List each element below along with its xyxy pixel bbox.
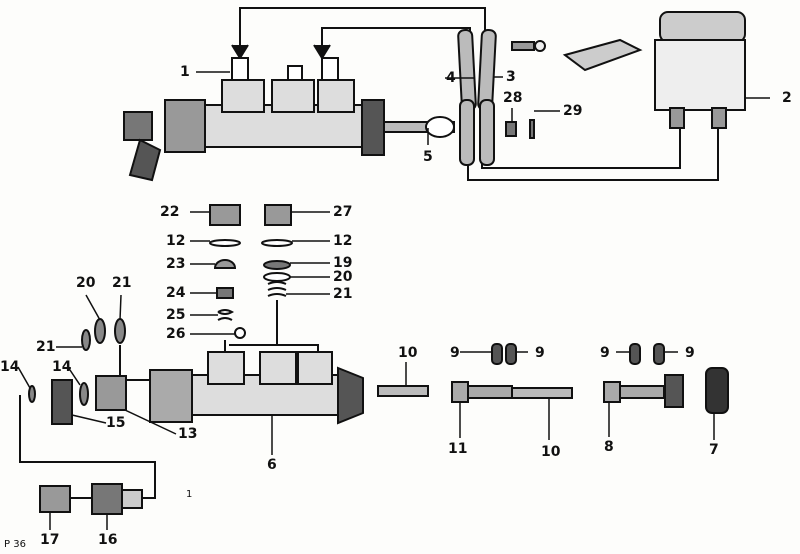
callout-29: 29 [563, 103, 583, 119]
callout-21-far-left: 21 [36, 339, 56, 355]
callout-27: 27 [333, 204, 353, 220]
figure-code: P 36 [4, 539, 26, 550]
line-to-switch [19, 395, 156, 499]
stray-mark: 1 [186, 489, 193, 500]
left-fittings [28, 318, 143, 515]
callout-20-left: 20 [76, 275, 96, 291]
callout-15: 15 [106, 415, 126, 431]
callout-23: 23 [166, 256, 186, 272]
master-cylinder-exploded [149, 204, 364, 425]
callout-2: 2 [782, 90, 792, 106]
callout-9-c: 9 [600, 345, 610, 361]
callout-25: 25 [166, 307, 186, 323]
hoses [457, 28, 497, 166]
callout-12-left: 12 [166, 233, 186, 249]
callout-12-right: 12 [333, 233, 353, 249]
callout-28: 28 [503, 90, 523, 106]
callout-5: 5 [423, 149, 433, 165]
callout-13: 13 [178, 426, 198, 442]
callout-21-left: 21 [112, 275, 132, 291]
callout-21-right: 21 [333, 286, 353, 302]
reservoir [511, 11, 746, 129]
callout-9-d: 9 [685, 345, 695, 361]
callout-4: 4 [446, 70, 456, 86]
callout-10-right: 10 [541, 444, 561, 460]
callout-24: 24 [166, 285, 186, 301]
callout-9-a: 9 [450, 345, 460, 361]
pushrod-assembly [377, 343, 729, 414]
callout-6: 6 [267, 457, 277, 473]
leader-lines [17, 71, 770, 530]
callout-8: 8 [604, 439, 614, 455]
callout-22: 22 [160, 204, 180, 220]
callout-3: 3 [506, 69, 516, 85]
callout-9-b: 9 [535, 345, 545, 361]
callout-14-right: 14 [52, 359, 72, 375]
callout-14-left: 14 [0, 359, 20, 375]
callout-20-right: 20 [333, 269, 353, 285]
callout-10-left: 10 [398, 345, 418, 361]
brake-line-top-outer [239, 7, 486, 45]
callout-1: 1 [180, 64, 190, 80]
callout-16: 16 [98, 532, 118, 548]
callout-19: 19 [333, 255, 353, 271]
callout-11: 11 [448, 441, 468, 457]
brake-line-top-inner [321, 27, 471, 60]
callout-17: 17 [40, 532, 60, 548]
master-cylinder-top [123, 57, 455, 182]
callout-7: 7 [709, 442, 719, 458]
callout-26: 26 [166, 326, 186, 342]
small-parts-28-29 [505, 119, 535, 139]
